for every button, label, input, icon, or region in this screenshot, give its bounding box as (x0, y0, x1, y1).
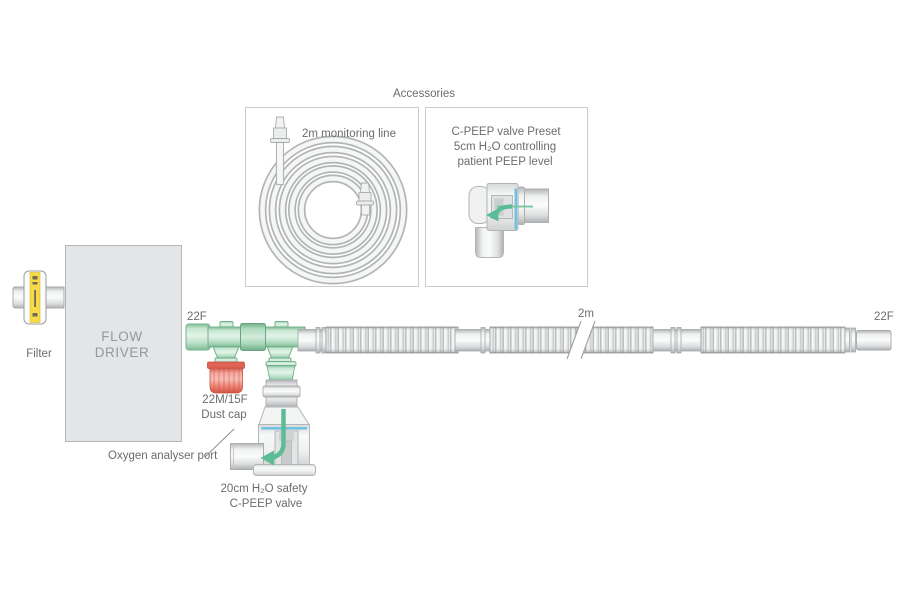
dust-cap-label-line1: 22M/15F (202, 394, 248, 406)
tube-break (566, 320, 596, 360)
flow-driver-label-line2: DRIVER (94, 345, 150, 360)
oxygen-port-label: Oxygen analyser port (108, 450, 218, 462)
accessories-title: Accessories (393, 88, 455, 100)
flow-driver-label-line1: FLOW (101, 329, 143, 344)
flow-arrow-icon (260, 409, 286, 466)
preset-valve-label-line2: 5cm H₂O controlling (453, 141, 557, 153)
filter-band (29, 272, 41, 323)
tube-length-label: 2m (578, 308, 594, 320)
dust-cap-label-line2: Dust cap (201, 408, 247, 421)
patient-tee-assembly (185, 321, 306, 394)
preset-valve-label-line3: patient PEEP level (457, 156, 553, 168)
filter-graphic (12, 270, 65, 325)
preset-valve-label-line1: C-PEEP valve Preset (451, 126, 561, 138)
breathing-tube (297, 320, 892, 360)
safety-valve-label-line2: C-PEEP valve (229, 498, 303, 510)
flow-driver-box (65, 245, 182, 442)
start-connector-size-label: 22F (187, 311, 207, 323)
dust-cap-graphic (207, 361, 245, 394)
monitoring-line-label: 2m monitoring line (302, 128, 396, 140)
end-connector-22f (844, 327, 892, 353)
end-connector-size-label: 22F (874, 311, 894, 323)
filter-label: Filter (26, 348, 52, 360)
safety-valve-label-line1: 20cm H₂O safety (220, 483, 308, 495)
